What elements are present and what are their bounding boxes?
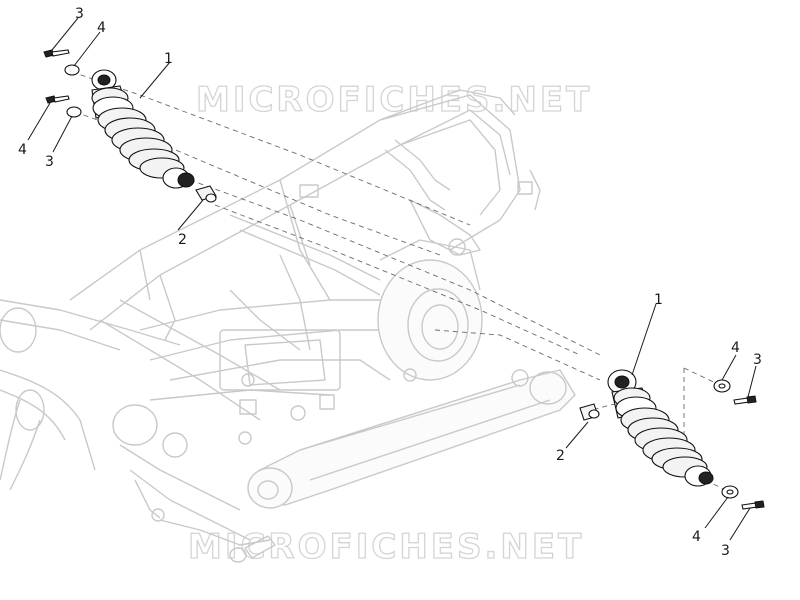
callout-right-lower-bolt: 3 [721,543,730,559]
callout-top-bolt: 3 [75,6,84,22]
callout-top-lower-bolt: 3 [45,154,54,170]
motorcycle-frame [0,89,576,563]
callout-top-lower-washer: 4 [18,142,27,158]
top-shock-absorber [43,49,217,203]
callout-right-lower-washer: 4 [692,529,701,545]
callout-top-washer: 4 [97,20,106,36]
callout-right-bushing: 2 [556,448,565,464]
right-shock-absorber [579,369,765,510]
callout-right-upper-washer: 4 [731,340,740,356]
leader-lines [27,17,757,541]
callout-top-bushing: 2 [178,232,187,248]
callout-labels: 1 2 3 4 4 3 1 2 4 3 4 3 [18,6,762,559]
callout-right-upper-bolt: 3 [753,352,762,368]
watermark-bottom: MICROFICHES.NET [188,527,584,567]
callout-right-shock: 1 [654,292,663,308]
watermark-top: MICROFICHES.NET [196,80,592,120]
callout-top-shock: 1 [164,51,173,67]
